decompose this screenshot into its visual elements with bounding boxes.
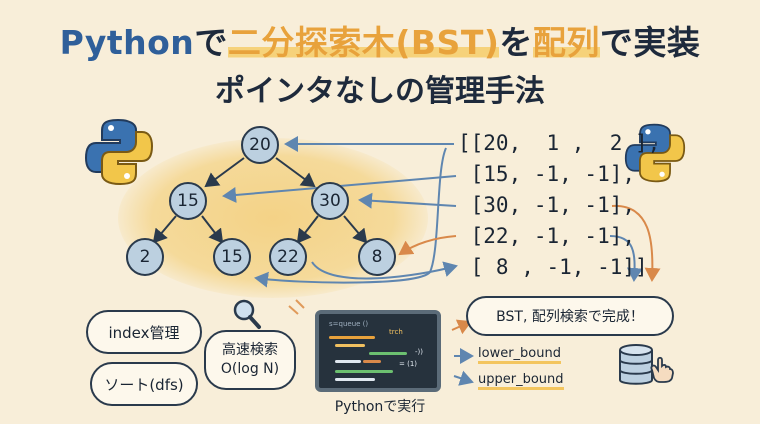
upper-bound-text: upper_bound — [478, 372, 564, 390]
python-logo-icon — [84, 118, 154, 186]
code-text: s=queue () — [329, 320, 369, 328]
page-subtitle: ポインタなしの管理手法 — [215, 74, 545, 109]
search-label: 高速検索 — [222, 342, 278, 358]
array-row: [15, -1, -1], — [458, 162, 636, 186]
code-text: -)) — [415, 348, 423, 356]
function-label: upper_bound — [478, 372, 564, 390]
title-bst: 二分探索木(BST) — [227, 23, 500, 62]
code-line — [335, 378, 375, 381]
code-line — [369, 352, 407, 355]
database-icon — [619, 344, 653, 385]
page-title: Pythonで二分探索木(BST)を配列で実装 — [0, 16, 760, 64]
code-line — [335, 360, 361, 363]
code-line — [335, 344, 365, 347]
array-row: [ 8 , -1, -1]] — [458, 255, 648, 279]
tree-node: 2 — [126, 238, 164, 276]
tree-node: 8 — [358, 238, 396, 276]
tree-node: 30 — [311, 182, 349, 220]
function-label: lower_bound — [478, 346, 561, 364]
code-text: trch — [389, 328, 403, 336]
code-line — [329, 336, 375, 339]
complete-bubble: BST, 配列検索で完成！ — [466, 296, 674, 336]
python-logo-icon — [624, 123, 686, 183]
search-bubble: 高速検索 O(log N) — [204, 330, 296, 390]
tree-node: 20 — [241, 126, 279, 164]
tree-node: 15 — [169, 182, 207, 220]
index-bubble: index管理 — [86, 310, 202, 354]
array-listing: [[20, 1 , 2 ], [15, -1, -1], [30, -1, -1… — [458, 128, 660, 283]
array-row: [[20, 1 , 2 ], — [458, 131, 661, 155]
title-wo: を — [499, 23, 533, 62]
lower-bound-text: lower_bound — [478, 346, 561, 364]
complexity-label: O(log N) — [220, 361, 280, 377]
sort-bubble: ソート(dfs) — [90, 362, 198, 406]
array-row: [30, -1, -1], — [458, 193, 636, 217]
caption: Pythonで実行 — [334, 399, 426, 415]
code-text: = (1) — [399, 360, 418, 368]
title-implement: で実装 — [599, 23, 701, 62]
tree-node: 15 — [213, 238, 251, 276]
code-line — [335, 370, 393, 373]
array-row: [22, -1, -1], — [458, 224, 636, 248]
code-editor-window: s=queue () trch -)) = (1) — [315, 310, 441, 392]
code-line — [363, 360, 381, 363]
title-de: で — [194, 23, 228, 62]
tree-node: 22 — [269, 238, 307, 276]
magnifier-icon — [233, 299, 261, 329]
pointing-hand-icon — [650, 356, 674, 383]
title-python: Python — [59, 23, 195, 62]
title-array: 配列 — [532, 23, 600, 62]
